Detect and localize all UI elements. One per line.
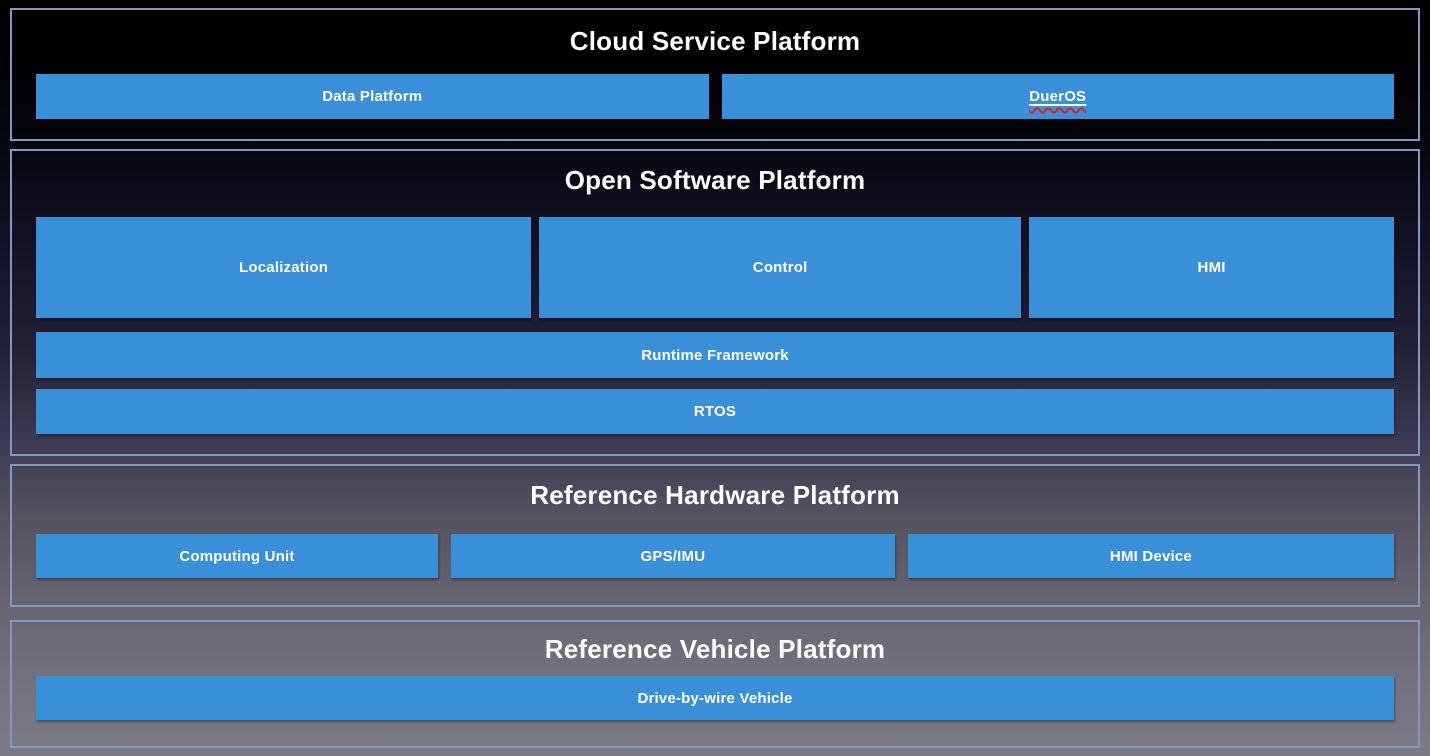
- hmi-box: HMI: [1029, 217, 1394, 318]
- localization-box: Localization: [36, 217, 532, 318]
- section-open-software-platform: Open Software Platform Localization Cont…: [10, 149, 1420, 456]
- section-cloud-service-platform: Cloud Service Platform Data Platform Due…: [10, 8, 1420, 141]
- dueros-label-wrapper: DuerOS: [1029, 88, 1086, 105]
- section-reference-hardware-platform: Reference Hardware Platform Computing Un…: [10, 464, 1420, 607]
- software-platform-title: Open Software Platform: [564, 165, 866, 195]
- hmi-label: HMI: [1197, 259, 1226, 276]
- hardware-platform-title: Reference Hardware Platform: [530, 480, 900, 510]
- hmi-device-box: HMI Device: [907, 534, 1394, 578]
- rtos-box: RTOS: [36, 389, 1394, 434]
- gps-imu-box: GPS/IMU: [450, 534, 895, 578]
- drive-by-wire-box: Drive-by-wire Vehicle: [36, 676, 1394, 720]
- section-reference-vehicle-platform: Reference Vehicle Platform Drive-by-wire…: [10, 620, 1420, 748]
- runtime-framework-box: Runtime Framework: [36, 332, 1394, 378]
- data-platform-box: Data Platform: [36, 74, 709, 119]
- cloud-platform-row: Data Platform DuerOS: [36, 74, 1394, 119]
- cloud-platform-title: Cloud Service Platform: [569, 26, 861, 56]
- computing-unit-box: Computing Unit: [36, 534, 438, 578]
- vehicle-row: Drive-by-wire Vehicle: [36, 676, 1394, 720]
- rtos-label: RTOS: [693, 403, 737, 420]
- data-platform-label: Data Platform: [322, 88, 423, 105]
- software-modules-row: Localization Control HMI: [36, 217, 1394, 318]
- drive-by-wire-label: Drive-by-wire Vehicle: [637, 689, 793, 707]
- vehicle-platform-title: Reference Vehicle Platform: [544, 634, 886, 664]
- dueros-box: DuerOS: [721, 74, 1394, 119]
- rtos-row: RTOS: [36, 389, 1394, 434]
- runtime-framework-row: Runtime Framework: [36, 332, 1394, 378]
- dueros-label: DuerOS: [1029, 88, 1087, 105]
- runtime-framework-label: Runtime Framework: [641, 346, 789, 364]
- localization-label: Localization: [239, 259, 329, 276]
- computing-unit-label: Computing Unit: [179, 547, 295, 565]
- control-label: Control: [752, 259, 808, 276]
- hmi-device-label: HMI Device: [1109, 547, 1192, 565]
- gps-imu-label: GPS/IMU: [640, 547, 706, 565]
- control-box: Control: [539, 217, 1022, 318]
- hardware-row: Computing Unit GPS/IMU HMI Device: [36, 534, 1394, 578]
